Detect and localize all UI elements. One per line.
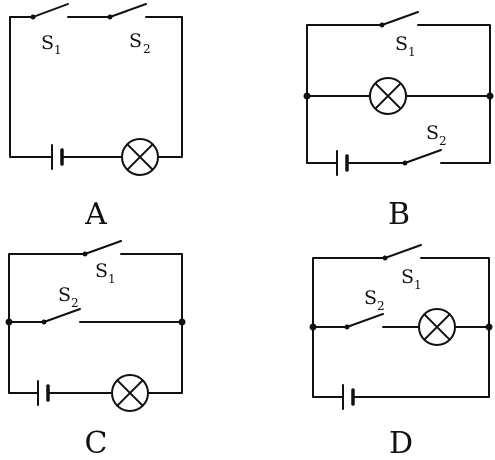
circuit-c-bottom-branch <box>8 321 183 394</box>
switch-s1-label: S <box>395 33 408 55</box>
junction-node <box>485 323 493 331</box>
switch-s1-label: S <box>401 266 414 288</box>
switch-s1-index: 1 <box>54 43 62 57</box>
option-label-a: A <box>84 197 107 232</box>
switch-s2-label: S <box>58 284 71 306</box>
junction-node <box>178 318 186 326</box>
circuit-d-top-branch <box>312 257 490 328</box>
circuit-a-loop-wire <box>9 16 183 158</box>
battery-icon <box>336 150 349 176</box>
switch-s2 <box>344 313 384 330</box>
lamp-icon <box>111 374 149 412</box>
switch-s1-index: 1 <box>108 272 116 286</box>
junction-node <box>486 92 494 100</box>
switch-s2-label: S <box>129 30 142 52</box>
switch-s1 <box>82 240 122 257</box>
switch-s2-index: 2 <box>439 134 447 148</box>
switch-s2 <box>402 149 442 166</box>
junction-node <box>5 318 13 326</box>
option-label-c: C <box>85 426 108 460</box>
circuit-c: S 1 S 2 C <box>5 240 186 460</box>
switch-s2 <box>41 308 81 325</box>
circuit-b: S 1 S 2 B <box>303 11 494 232</box>
switch-s2-index: 2 <box>377 299 385 313</box>
switch-s1 <box>30 3 69 20</box>
circuit-c-top-branch <box>8 253 183 323</box>
switch-s2-index: 2 <box>71 296 79 310</box>
circuit-d: S 1 S 2 D <box>309 244 493 460</box>
switch-s1 <box>382 244 422 261</box>
circuit-a: S 1 S 2 A <box>9 3 183 232</box>
switch-s1-index: 1 <box>414 278 422 292</box>
option-label-d: D <box>389 426 413 460</box>
lamp-icon <box>369 77 407 115</box>
switch-s1 <box>379 11 419 28</box>
circuit-d-bottom-branch <box>312 326 490 398</box>
switch-s2-label: S <box>426 122 439 144</box>
switch-s2-label: S <box>364 287 377 309</box>
lamp-icon <box>418 308 456 346</box>
battery-icon <box>37 380 50 406</box>
battery-icon <box>342 384 355 410</box>
junction-node <box>309 323 317 331</box>
option-label-b: B <box>388 197 410 232</box>
circuit-b-top-branch <box>306 24 491 97</box>
switch-s1-label: S <box>95 260 108 282</box>
switch-s1-index: 1 <box>408 45 416 59</box>
lamp-icon <box>121 138 159 176</box>
switch-s2-index: 2 <box>143 42 151 56</box>
switch-s1-label: S <box>41 32 54 54</box>
switch-s2 <box>107 3 147 20</box>
battery-icon <box>51 144 64 170</box>
junction-node <box>303 92 311 100</box>
circuit-b-bottom-branch <box>306 95 491 164</box>
